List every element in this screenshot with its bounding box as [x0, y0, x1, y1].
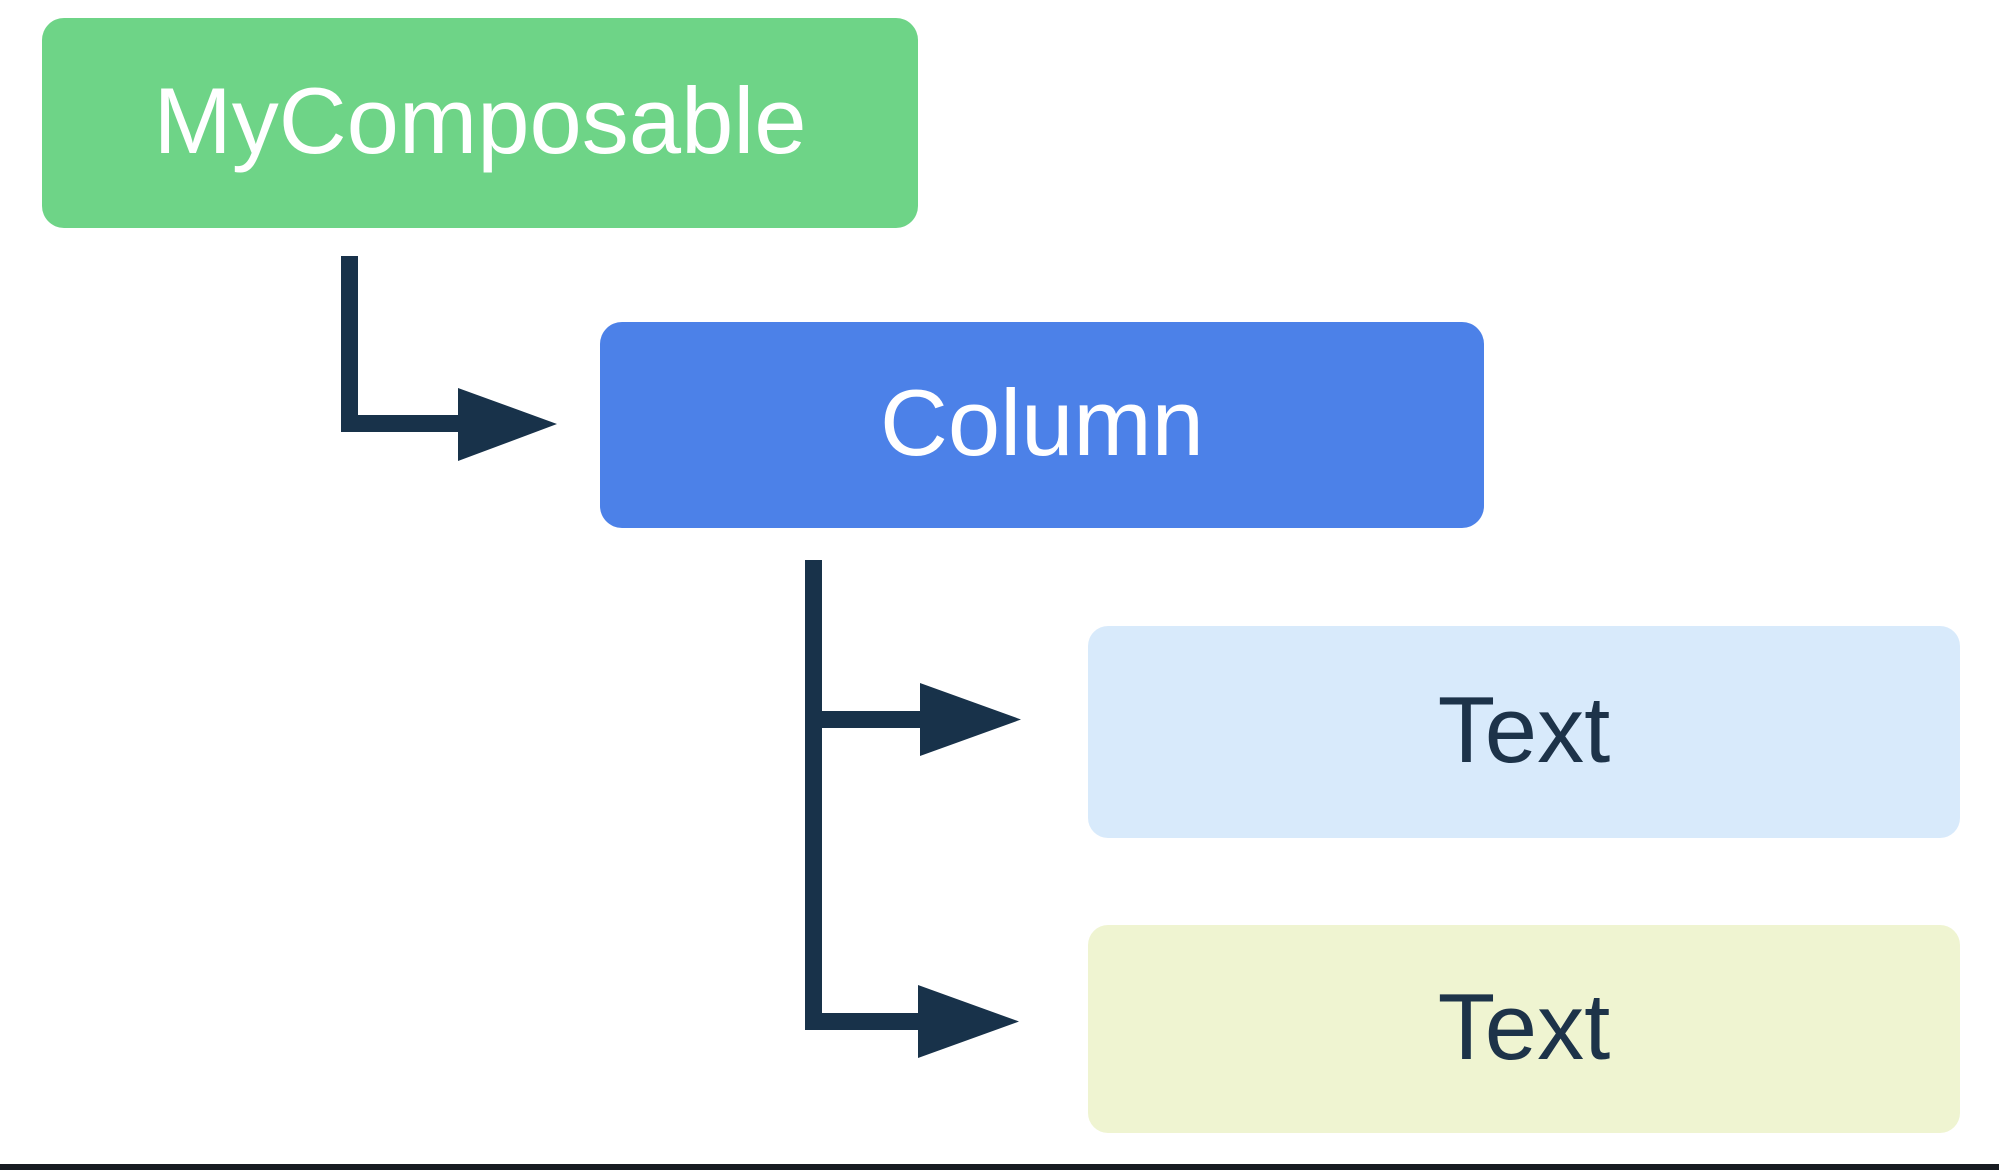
node-label: Text — [1437, 974, 1611, 1079]
node-label: Text — [1437, 677, 1611, 782]
node-label: Column — [880, 370, 1204, 475]
arrow-root-to-column — [341, 256, 557, 461]
node-mycomposable: MyComposable — [42, 18, 918, 228]
node-column: Column — [600, 322, 1484, 528]
node-text-2: Text — [1088, 925, 1960, 1133]
arrowhead-right-icon — [920, 683, 1021, 756]
node-text-1: Text — [1088, 626, 1960, 838]
arrowhead-right-icon — [918, 985, 1019, 1058]
arrow-column-to-text2 — [805, 985, 1019, 1058]
bottom-border-line — [0, 1164, 1999, 1170]
arrow-column-to-text1 — [805, 560, 1021, 1022]
node-label: MyComposable — [153, 68, 807, 173]
arrowhead-right-icon — [458, 388, 557, 461]
arrow-elbow — [341, 256, 462, 432]
